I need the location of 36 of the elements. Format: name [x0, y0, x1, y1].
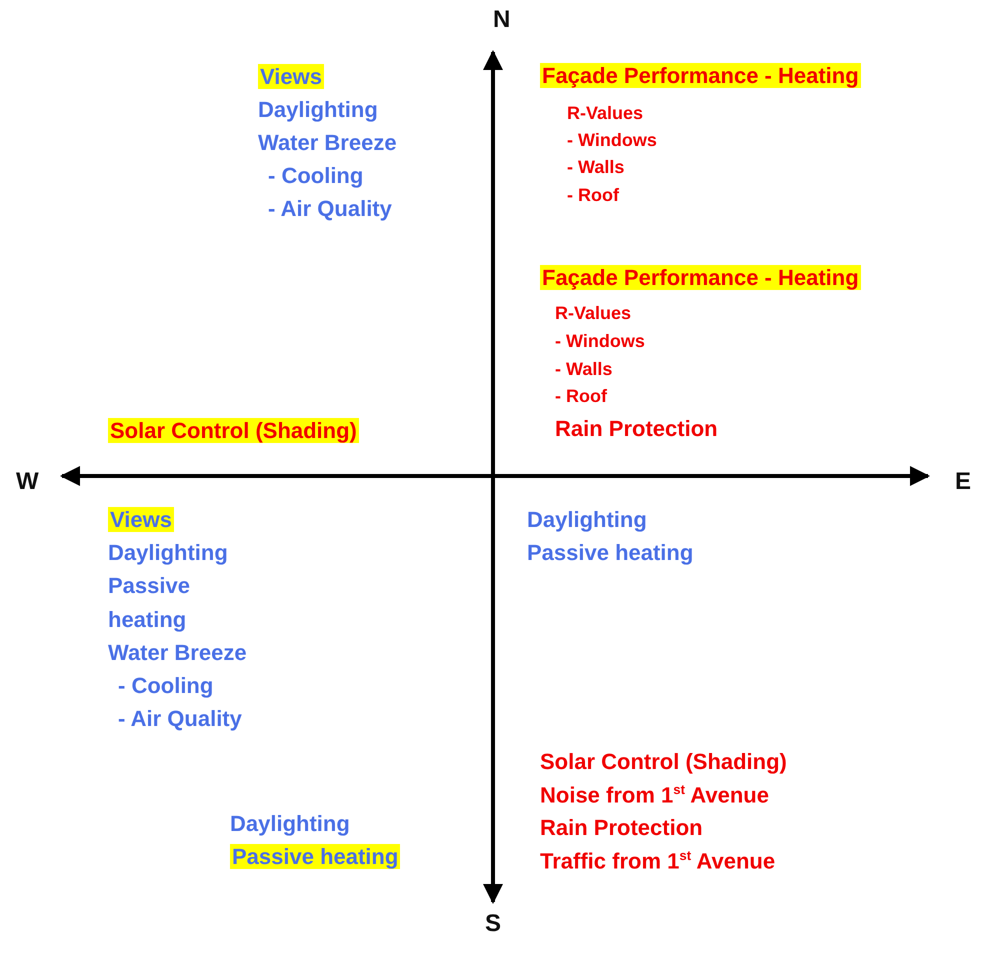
compass-direction-label: W	[16, 468, 39, 496]
label-text: Daylighting	[108, 540, 228, 566]
label-text: Solar Control (Shading)	[540, 749, 787, 774]
compass-direction-label: S	[485, 910, 502, 938]
label-text: - Air Quality	[118, 706, 242, 732]
label-text: Passive	[108, 573, 190, 598]
highlighted-heading: Views	[258, 64, 324, 90]
highlighted-heading: Façade Performance - Heating	[540, 63, 861, 88]
label-text: - Cooling	[268, 163, 364, 188]
label-text: Water Breeze	[108, 640, 247, 666]
highlighted-heading: Façade Performance - Heating	[540, 265, 861, 290]
compass-direction-label: E	[955, 468, 972, 496]
label-text: Passive heating	[527, 540, 694, 566]
label-text: - Roof	[567, 185, 619, 206]
highlighted-heading: Passive heating	[230, 844, 400, 870]
label-text: Noise from 1$^{st}$ Avenue	[540, 782, 769, 808]
label-text: Daylighting	[230, 811, 350, 836]
label-text: - Air Quality	[268, 196, 392, 222]
label-text: - Walls	[555, 359, 612, 380]
label-text: Traffic from 1$^{st}$ Avenue	[540, 848, 776, 874]
compass-direction-label: N	[493, 6, 510, 34]
label-text: - Windows	[567, 130, 657, 151]
label-text: - Roof	[555, 386, 607, 407]
label-text: - Walls	[567, 157, 624, 178]
label-text: heating	[108, 607, 186, 632]
highlighted-heading: Views	[108, 507, 174, 532]
label-text: - Cooling	[118, 673, 214, 698]
label-text: Daylighting	[527, 507, 647, 532]
highlighted-heading: Solar Control (Shading)	[108, 418, 359, 444]
label-text: R-Values	[567, 103, 644, 124]
label-text: Rain Protection	[555, 416, 718, 442]
label-text: Water Breeze	[258, 130, 397, 156]
label-text: Rain Protection	[540, 815, 703, 840]
label-text: R-Values	[555, 303, 632, 324]
label-text: Daylighting	[258, 97, 378, 122]
label-text: - Windows	[555, 331, 645, 352]
